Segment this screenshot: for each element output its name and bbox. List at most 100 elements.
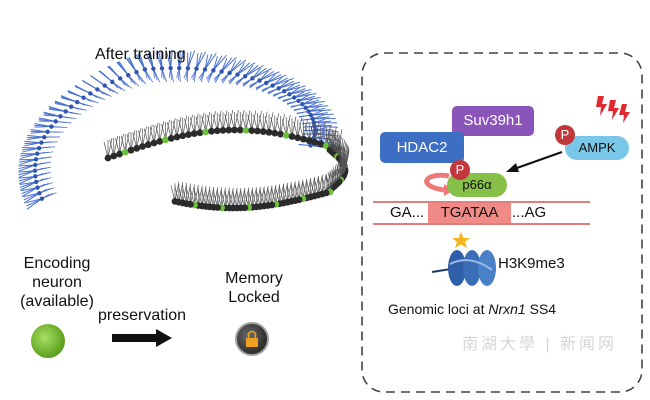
ca-dendrite — [196, 51, 207, 69]
ca-dendrite — [195, 53, 199, 69]
ca-dendrite — [212, 54, 227, 71]
ca-dendrite — [77, 101, 93, 107]
ca-dendrite — [139, 53, 146, 70]
ca-neuron — [36, 145, 42, 151]
ca-neuron — [168, 65, 173, 71]
curved-phosphorylation-arrow — [424, 172, 450, 193]
ca-neuron — [227, 70, 232, 76]
ca-neuron — [276, 86, 281, 91]
ca-dendrite — [200, 69, 206, 83]
ca-dendrite — [54, 102, 72, 108]
ca-dendrite — [41, 141, 58, 144]
ca-dendrite — [310, 113, 334, 116]
ca-neuron — [69, 104, 74, 109]
ca-neuron — [95, 87, 100, 92]
ca-dendrite — [36, 177, 52, 183]
ca-neuron — [39, 140, 44, 145]
ca-dendrite — [244, 65, 264, 77]
ca-dendrite — [119, 78, 133, 89]
ca-dendrite — [21, 187, 38, 198]
ca-dendrite — [221, 58, 228, 72]
ca-dendrite — [237, 62, 246, 75]
ca-dendrite — [30, 131, 48, 134]
ca-dendrite — [39, 146, 56, 149]
dg-neuron — [305, 137, 313, 145]
ca-neuron — [159, 66, 165, 71]
ca-neuron — [250, 76, 255, 81]
dg-neuron — [179, 132, 187, 140]
dg-neuron — [173, 133, 181, 141]
ca-dendrite — [26, 198, 43, 210]
ca-neuron — [185, 66, 191, 71]
ca-dendrite — [112, 81, 126, 92]
dg-neuron — [196, 129, 204, 137]
dg-neuron — [104, 154, 112, 162]
dg-neuron — [288, 133, 296, 140]
dg-neuron — [150, 139, 158, 147]
dg-neuron — [133, 144, 141, 152]
ca-dendrite — [136, 71, 147, 85]
ca-neuron — [282, 89, 287, 94]
genomic-prefix: Genomic loci at — [388, 301, 489, 317]
ca-dendrite — [23, 192, 40, 198]
ca-neuron — [42, 134, 47, 140]
ca-dendrite — [83, 97, 99, 104]
ca-dendrite — [298, 96, 321, 102]
ca-dendrite — [259, 71, 280, 82]
ca-dendrite — [91, 75, 106, 86]
ca-neuron — [134, 70, 139, 75]
ca-dendrite — [229, 60, 237, 74]
ca-dendrite — [22, 147, 40, 153]
ca-dendrite — [176, 51, 180, 69]
ca-neuron — [300, 102, 305, 107]
ca-dendrite — [161, 68, 168, 83]
ca-dendrite — [187, 50, 196, 69]
ca-dendrite — [90, 93, 106, 100]
ca-dendrite — [193, 68, 197, 83]
encoding-label-line2: neuron — [32, 274, 82, 291]
dentate-gyrus-layer — [103, 109, 350, 212]
ca-dendrite — [244, 65, 254, 77]
dg-neuron — [225, 126, 233, 134]
dg-neuron — [190, 130, 198, 137]
ca-dendrite — [252, 68, 272, 79]
ca-neuron — [126, 73, 131, 78]
ca-neuron — [194, 66, 199, 71]
ampk-phospho-badge: P — [555, 125, 575, 145]
ca-neuron — [202, 67, 208, 72]
ca-neuron — [33, 157, 39, 162]
ca-neuron — [257, 78, 262, 83]
encoding-label-line3: (available) — [20, 293, 94, 310]
methylation-star-icon — [452, 232, 470, 248]
ca-dendrite — [272, 78, 294, 87]
ca-neuron — [33, 179, 39, 185]
ca-dendrite — [97, 89, 112, 97]
ca-neuron — [35, 151, 40, 156]
ca-neuron — [49, 124, 54, 129]
dg-neuron — [265, 128, 273, 136]
ca-dendrite — [19, 181, 37, 191]
ca-dendrite — [35, 161, 51, 166]
ca-dendrite — [160, 50, 163, 69]
ca-dendrite — [19, 158, 37, 166]
dg-neuron — [208, 127, 215, 135]
dg-encoding-neuron — [242, 126, 250, 134]
ca-neuron — [142, 67, 148, 72]
ca-neuron — [242, 74, 248, 79]
ca-dendrite — [71, 106, 87, 111]
ca-dendrite — [144, 69, 154, 83]
ca-neuron — [306, 109, 311, 114]
dg-neuron — [139, 143, 146, 150]
ca-dendrite — [237, 62, 256, 75]
encoding-label-line1: Encoding — [23, 255, 91, 272]
genomic-suffix: SS4 — [525, 301, 557, 317]
ca-dendrite — [37, 182, 53, 188]
dg-encoding-neuron — [282, 131, 290, 139]
ca-dendrite — [284, 85, 306, 92]
ca-neuron — [177, 65, 182, 71]
ca-neuron — [270, 83, 275, 88]
ca-neuron — [33, 162, 38, 168]
ca-neuron — [58, 114, 63, 119]
